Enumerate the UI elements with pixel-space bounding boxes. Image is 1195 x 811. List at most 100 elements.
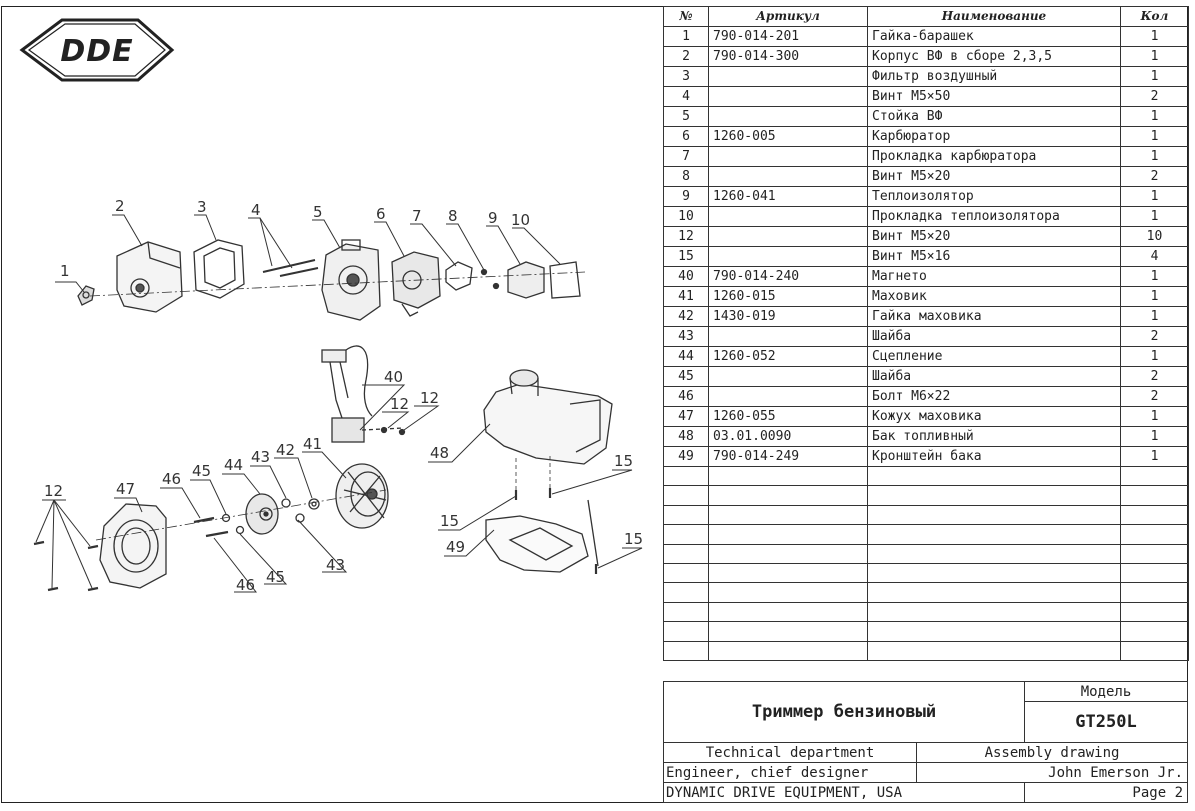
table-row-empty: [663, 601, 1189, 623]
dde-logo: DDE: [19, 18, 175, 82]
cell-num: 1: [663, 26, 709, 47]
callout-10: 10: [511, 211, 530, 229]
part-8-screws: [480, 268, 500, 290]
callout-3: 3: [197, 198, 207, 216]
empty-cell: [867, 601, 1121, 623]
cell-name: Гайка-барашек: [867, 26, 1121, 47]
cell-num: 49: [663, 446, 709, 467]
cell-article: 790-014-240: [708, 266, 868, 287]
empty-cell: [663, 504, 709, 526]
cell-num: 47: [663, 406, 709, 427]
cell-article: [708, 226, 868, 247]
cell-name: Кронштейн бака: [867, 446, 1121, 467]
cell-qty: 1: [1120, 106, 1189, 127]
cell-num: 6: [663, 126, 709, 147]
cell-num: 9: [663, 186, 709, 207]
part-40-magneto: [321, 345, 406, 443]
part-2-filter-cover: [116, 241, 183, 313]
empty-cell: [663, 485, 709, 506]
empty-cell: [708, 582, 868, 603]
callout-7: 7: [412, 207, 422, 225]
table-row-empty: [663, 562, 1189, 584]
cell-name: Фильтр воздушный: [867, 66, 1121, 87]
company-name: DYNAMIC DRIVE EQUIPMENT, USA: [663, 782, 1025, 803]
part-15-screws: [514, 488, 598, 574]
callout-12b: 12: [420, 389, 439, 407]
callout-46a: 46: [162, 470, 181, 488]
cell-name: Карбюратор: [867, 126, 1121, 147]
cell-num: 15: [663, 246, 709, 267]
empty-cell: [1120, 640, 1189, 661]
callout-45a: 45: [192, 462, 211, 480]
table-row-empty: [663, 504, 1189, 526]
empty-cell: [708, 465, 868, 487]
part-48-fuel-tank: [483, 369, 613, 465]
title-block: Триммер бензиновый Модель GT250L Technic…: [663, 681, 1188, 803]
cell-name: Прокладка теплоизолятора: [867, 206, 1121, 227]
callout-48: 48: [430, 444, 449, 462]
cell-qty: 2: [1120, 166, 1189, 187]
cell-article: [708, 86, 868, 107]
callout-12a: 12: [390, 395, 409, 413]
cell-article: [708, 146, 868, 167]
empty-cell: [708, 640, 868, 661]
cell-name: Шайба: [867, 326, 1121, 347]
cell-name: Болт М6×22: [867, 386, 1121, 407]
engineer-role: Engineer, chief designer: [663, 762, 917, 783]
page-number: Page 2: [1024, 782, 1188, 803]
empty-cell: [663, 582, 709, 603]
cell-article: 1430-019: [708, 306, 868, 327]
cell-num: 43: [663, 326, 709, 347]
part-5-filter-base: [321, 239, 381, 321]
empty-cell: [1120, 543, 1189, 564]
header-article: Артикул: [708, 6, 868, 27]
cell-qty: 1: [1120, 146, 1189, 167]
cell-qty: 2: [1120, 386, 1189, 407]
callout-41: 41: [303, 435, 322, 453]
part-49-tank-bracket: [485, 499, 599, 573]
cell-qty: 1: [1120, 266, 1189, 287]
cell-num: 42: [663, 306, 709, 327]
cell-num: 7: [663, 146, 709, 167]
empty-cell: [867, 543, 1121, 564]
logo-text: DDE: [60, 34, 133, 69]
cell-article: 790-014-249: [708, 446, 868, 467]
cell-name: Магнето: [867, 266, 1121, 287]
cell-qty: 1: [1120, 66, 1189, 87]
cell-num: 46: [663, 386, 709, 407]
callout-15b: 15: [440, 512, 459, 530]
callout-47: 47: [116, 480, 135, 498]
table-row-empty: [663, 621, 1189, 642]
cell-qty: 1: [1120, 286, 1189, 307]
cell-article: [708, 326, 868, 347]
part-3-filter-element: [193, 239, 245, 299]
empty-cell: [663, 465, 709, 487]
empty-cell: [663, 543, 709, 564]
callout-5: 5: [313, 203, 323, 221]
part-43-washer: [281, 498, 305, 523]
model-label: Модель: [1024, 681, 1188, 702]
empty-cell: [867, 465, 1121, 487]
cell-num: 5: [663, 106, 709, 127]
empty-cell: [708, 543, 868, 564]
empty-cell: [1120, 601, 1189, 623]
callout-4: 4: [251, 201, 261, 219]
empty-cell: [708, 524, 868, 545]
table-row-empty: [663, 640, 1189, 661]
cell-qty: 1: [1120, 406, 1189, 427]
empty-cell: [663, 640, 709, 661]
cell-qty: 1: [1120, 346, 1189, 367]
cell-name: Теплоизолятор: [867, 186, 1121, 207]
cell-article: [708, 386, 868, 407]
cell-article: 790-014-300: [708, 46, 868, 67]
callout-42: 42: [276, 441, 295, 459]
